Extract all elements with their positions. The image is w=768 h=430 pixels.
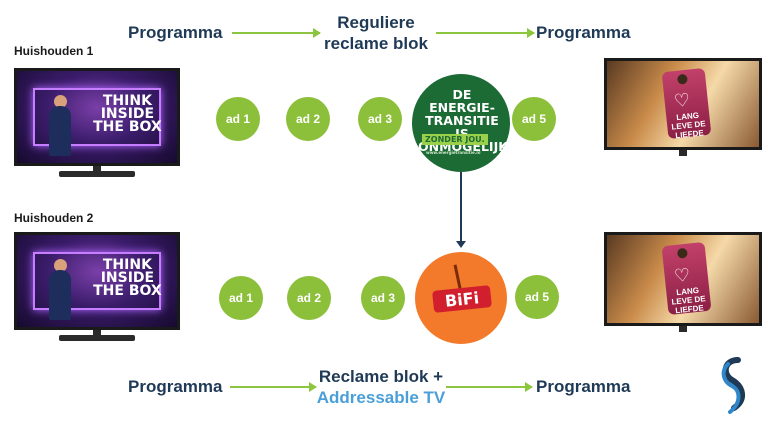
tv-show-image: THINK INSIDE THE BOX [17,235,177,327]
bottom-block-line2: Addressable TV [316,388,446,407]
energy-transition-ad: DE ENERGIE-TRANSITIE IS ONMOGELIJK ZONDE… [412,74,510,172]
host-figure [49,105,71,156]
tv-stand [59,335,135,341]
host-head [54,258,67,272]
show-title-line1: THINK [102,92,152,109]
top-arrow-2 [436,28,535,38]
household-1-label: Huishouden 1 [14,44,94,58]
tv-neck [679,326,687,332]
household-2-ad-2: ad 2 [287,276,331,320]
bifi-logo: BiFi [432,285,492,313]
household-1-ad-3: ad 3 [358,97,402,141]
top-programma-left: Programma [128,23,223,42]
top-regular-block-label: Reguliere reclame blok [320,12,432,54]
heart-icon: ♡ [672,89,692,112]
energy-ad-url: www.energietransitie.nl [426,150,481,155]
household-1-tv-right: ♡ LANG LEVE DE LIEFDE [604,58,762,158]
host-figure [49,269,71,320]
tv-neck [93,330,101,336]
bottom-addressable-label: Reclame blok + Addressable TV [316,366,446,408]
tv-show-image: THINK INSIDE THE BOX [17,71,177,163]
brand-s-logo [721,357,745,414]
host-head [54,94,67,108]
movie-image: ♡ LANG LEVE DE LIEFDE [607,61,759,147]
energy-ad-badge: ZONDER JOU. [422,134,488,145]
show-title: THINK INSIDE THE BOX [89,92,166,135]
tv-screen: THINK INSIDE THE BOX [14,68,180,166]
top-arrow-1 [232,28,321,38]
household-2-label: Huishouden 2 [14,211,94,225]
tv-screen: ♡ LANG LEVE DE LIEFDE [604,232,762,326]
tag-text: LANG LEVE DE LIEFDE [669,109,707,140]
bifi-ad: BiFi [413,250,509,346]
door-hanger-tag: ♡ LANG LEVE DE LIEFDE [661,241,711,315]
tv-screen: THINK INSIDE THE BOX [14,232,180,330]
household-1-tv-left: THINK INSIDE THE BOX [14,68,180,178]
show-title-line3: THE BOX [93,118,162,135]
bottom-block-line1: Reclame blok + [318,367,444,386]
tag-hole [676,73,688,85]
tv-stand [59,171,135,177]
tag-hole [676,247,688,259]
top-programma-right: Programma [536,23,631,42]
household-2-ad-3: ad 3 [361,276,405,320]
show-frame [33,251,161,311]
bottom-arrow-2 [446,382,533,392]
bottom-arrow-1 [230,382,317,392]
show-title: THINK INSIDE THE BOX [89,256,166,299]
top-regular-line1: Reguliere [337,13,415,32]
household-1-ad-2: ad 2 [286,97,330,141]
household-1-ad-1: ad 1 [216,97,260,141]
show-title-line2: INSIDE [100,105,155,122]
household-2-tv-right: ♡ LANG LEVE DE LIEFDE [604,232,762,334]
household-1-ad-5: ad 5 [512,97,556,141]
tag-text: LANG LEVE DE LIEFDE [669,284,707,315]
household-2-ad-1: ad 1 [219,276,263,320]
show-title-line1: THINK [102,256,152,273]
show-title-line2: INSIDE [100,269,155,286]
heart-icon: ♡ [672,264,691,287]
household-2-ad-5: ad 5 [515,275,559,319]
bottom-programma-right: Programma [536,377,631,396]
movie-image: ♡ LANG LEVE DE LIEFDE [607,235,759,323]
top-regular-line2: reclame blok [324,34,428,53]
bottom-programma-left: Programma [128,377,223,396]
household-2-tv-left: THINK INSIDE THE BOX [14,232,180,342]
tv-screen: ♡ LANG LEVE DE LIEFDE [604,58,762,150]
show-title-line3: THE BOX [93,282,162,299]
replacement-arrow [456,172,466,248]
tv-neck [93,166,101,172]
door-hanger-tag: ♡ LANG LEVE DE LIEFDE [661,67,711,140]
tv-neck [679,150,687,156]
show-frame [33,87,161,147]
